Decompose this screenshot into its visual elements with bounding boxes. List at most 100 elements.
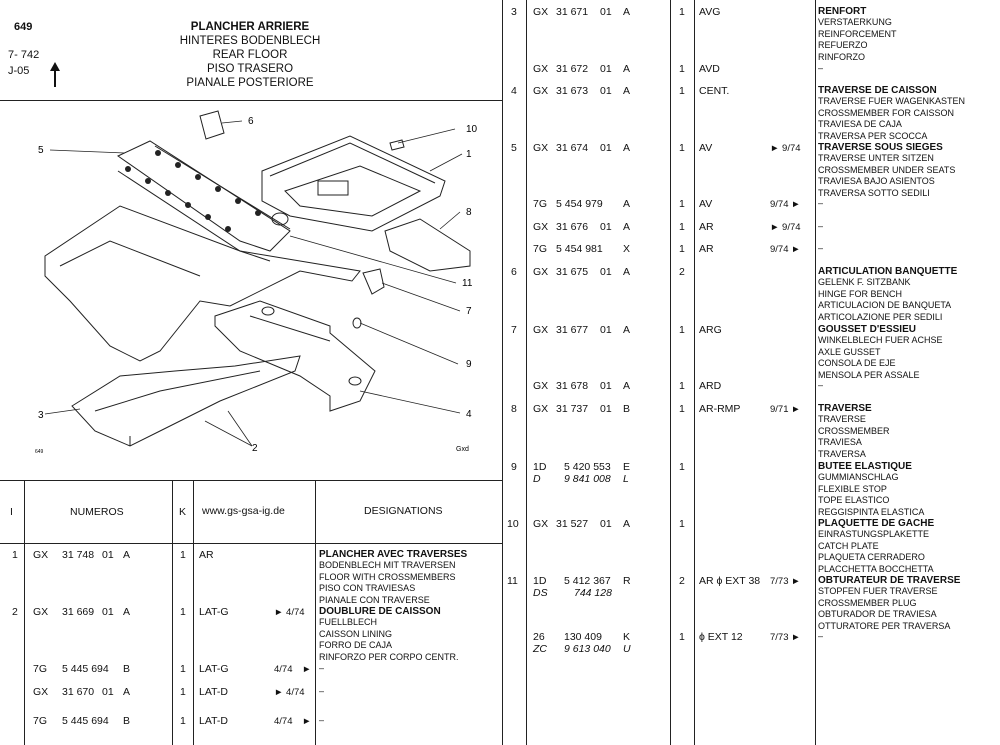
designation-block: –	[818, 380, 823, 391]
part-letter: A	[623, 6, 631, 18]
side-rail-part	[117, 140, 291, 252]
designation-line: ARTICULACION DE BANQUETA	[818, 300, 952, 311]
designation-block: –	[818, 63, 823, 74]
col-header-website: www.gs-gsa-ig.de	[202, 505, 285, 517]
designation-title: DOUBLURE DE CAISSON	[319, 606, 441, 617]
part-suffix: 01	[600, 85, 612, 97]
date-range: 4/74	[274, 716, 293, 727]
designation-title: PLANCHER AVEC TRAVERSES	[319, 549, 468, 560]
col-header-numbers: NUMEROS	[70, 506, 124, 518]
date-range: 9/71 ►	[770, 404, 801, 415]
designation-line: FLOOR WITH CROSSMEMBERS	[319, 571, 456, 582]
designation-title: GOUSSET D'ESSIEU	[818, 324, 916, 335]
designation-title: TRAVERSE DE CAISSON	[818, 85, 937, 96]
row-item-number: 8	[511, 403, 517, 415]
quantity: 1	[180, 686, 186, 698]
part-prefix: GX	[533, 324, 549, 336]
title-es: PISO TRASERO	[206, 63, 294, 75]
part-number: 5 454 981	[556, 243, 603, 255]
part-prefix: GX	[533, 380, 549, 392]
designation-line: OTTURATORE PER TRAVERSA	[818, 620, 951, 631]
table-header-divider	[0, 543, 502, 544]
part-letter: A	[623, 324, 631, 336]
part-letter: X	[623, 243, 631, 255]
designation-block: –	[818, 221, 823, 232]
part-suffix: 01	[102, 606, 114, 618]
designation-line: CROSSMEMBER PLUG	[818, 597, 917, 608]
title-en: REAR FLOOR	[212, 49, 288, 61]
quantity: 1	[679, 518, 685, 530]
position: AR	[699, 221, 714, 233]
part-prefix: GX	[533, 63, 549, 75]
col-line	[172, 480, 173, 745]
quantity: 1	[679, 380, 685, 392]
designation-line: RINFORZO	[818, 51, 865, 62]
designation-line: CATCH PLATE	[818, 540, 879, 551]
designation-line: REGGISPINTA ELASTICA	[818, 506, 925, 517]
part-letter: A	[623, 85, 631, 97]
position: AR-RMP	[699, 403, 741, 415]
diagram-divider	[0, 480, 502, 481]
designation-line: VERSTAERKUNG	[818, 17, 892, 28]
part-letter: B	[123, 715, 131, 727]
designation-title: PLAQUETTE DE GACHE	[818, 518, 935, 529]
designation-title: BUTEE ELASTIQUE	[818, 461, 912, 472]
position: AR ϕ EXT 38	[699, 575, 761, 587]
title-de: HINTERES BODENBLECH	[179, 35, 321, 47]
position: ARG	[699, 324, 722, 336]
designation-line: MENSOLA PER ASSALE	[818, 369, 920, 380]
front-crossmember-part	[71, 355, 301, 447]
alt-part-number: 9 841 008	[564, 473, 611, 485]
diagram-mark-left: 649	[35, 449, 44, 455]
row-item-number: 9	[511, 461, 517, 473]
designation-line: TRAVIESA	[818, 437, 862, 448]
part-letter: A	[123, 686, 131, 698]
floor-panel-part	[261, 135, 446, 232]
quantity: 1	[180, 606, 186, 618]
designation-line: REFUERZO	[818, 40, 868, 51]
quantity: 1	[679, 324, 685, 336]
col-header-designations: DESIGNATIONS	[364, 505, 443, 517]
up-arrow-icon	[50, 62, 60, 87]
part-prefix: 7G	[33, 715, 48, 727]
designation-line: TRAVERSE FUER WAGENKASTEN	[818, 96, 966, 107]
part-number: 5 412 367	[564, 575, 611, 587]
part-letter: B	[123, 663, 131, 675]
gusset-part	[362, 268, 385, 295]
part-letter: A	[623, 142, 631, 154]
part-prefix: 7G	[33, 663, 48, 675]
header-divider	[0, 100, 502, 101]
part-suffix: 01	[600, 324, 612, 336]
part-number: 31 737	[556, 403, 589, 415]
part-number: 31 674	[556, 142, 589, 154]
position: LAT-G	[199, 663, 229, 675]
part-prefix: 7G	[533, 198, 548, 210]
row-item-number: 5	[511, 142, 517, 154]
exploded-diagram: 10 1 8 11 7 9 4 6 5 3 2 649 Gxd	[35, 110, 478, 455]
date-arrow: ►	[302, 716, 312, 727]
crossmember-part	[384, 218, 471, 272]
designation-line: ARTICOLAZIONE PER SEDILI	[818, 311, 943, 322]
col-line	[815, 0, 816, 745]
part-letter: A	[623, 380, 631, 392]
position: AR	[699, 243, 714, 255]
designation-title: –	[818, 221, 824, 231]
part-suffix: 01	[600, 142, 612, 154]
part-letter: B	[623, 403, 631, 415]
designation-line: TRAVIESA BAJO ASIENTOS	[818, 176, 935, 187]
designation-line: TOPE ELASTICO	[818, 495, 890, 506]
designation-line: PIANALE CON TRAVERSE	[319, 594, 430, 605]
part-letter: A	[623, 518, 631, 530]
row-item-number: 10	[507, 518, 519, 530]
part-suffix: 01	[600, 6, 612, 18]
ref-line-2: J-05	[8, 65, 30, 77]
part-number: 31 671	[556, 6, 589, 18]
quantity: 2	[679, 575, 685, 587]
col-line	[315, 480, 316, 745]
quantity: 1	[679, 6, 685, 18]
